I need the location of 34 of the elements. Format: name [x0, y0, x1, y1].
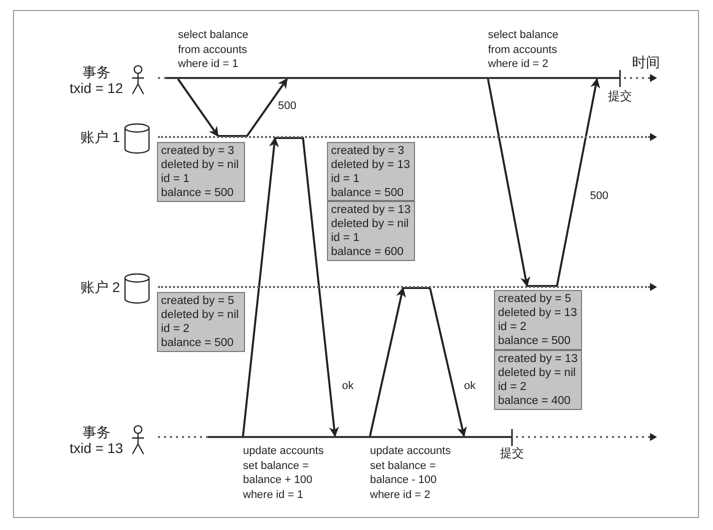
- arrow: [487, 78, 530, 287]
- row-version-box: created by = 5 deleted by = nil id = 2 balance = 500: [157, 292, 245, 352]
- transaction-label: txid = 12: [70, 80, 123, 96]
- commit-label: 提交: [500, 445, 524, 462]
- transaction-label: 事务: [82, 64, 110, 80]
- commit-label: 提交: [608, 88, 632, 105]
- arrow: [242, 137, 279, 436]
- active-timeline: [166, 77, 620, 79]
- arrow: [527, 78, 600, 287]
- time-label: 时间: [632, 55, 661, 70]
- arrow: [403, 287, 467, 437]
- transaction-label: txid = 13: [70, 440, 123, 456]
- arrow: [275, 137, 339, 437]
- arrow: [177, 78, 219, 137]
- edge-label: 500: [588, 190, 610, 202]
- timeline: [158, 286, 650, 288]
- query-text: update accounts set balance = balance - 100 where id = 2: [370, 444, 452, 502]
- row-version-box: created by = 13 deleted by = nil id = 2 balance = 400: [494, 350, 582, 410]
- edge-label: 500: [276, 100, 298, 112]
- query-text: select balance from accounts where id = 2: [488, 28, 560, 72]
- active-timeline: [208, 436, 512, 438]
- edge-label: ok: [340, 380, 356, 392]
- account-label: 账户 2: [80, 279, 120, 297]
- row-version-box: created by = 3 deleted by = nil id = 1 balance = 500: [157, 142, 245, 202]
- timeline: [158, 136, 650, 138]
- arrow: [369, 287, 406, 436]
- row-version-box: created by = 13 deleted by = nil id = 1 balance = 600: [327, 201, 415, 261]
- row-version-box: created by = 5 deleted by = 13 id = 2 balance = 500: [494, 290, 582, 350]
- edge-label: ok: [462, 380, 478, 392]
- transaction-label: 事务: [82, 424, 110, 440]
- account-label: 账户 1: [80, 129, 120, 147]
- query-text: select balance from accounts where id = 1: [178, 28, 250, 72]
- query-text: update accounts set balance = balance + 100 where id = 1: [243, 444, 325, 502]
- arrow: [218, 78, 288, 137]
